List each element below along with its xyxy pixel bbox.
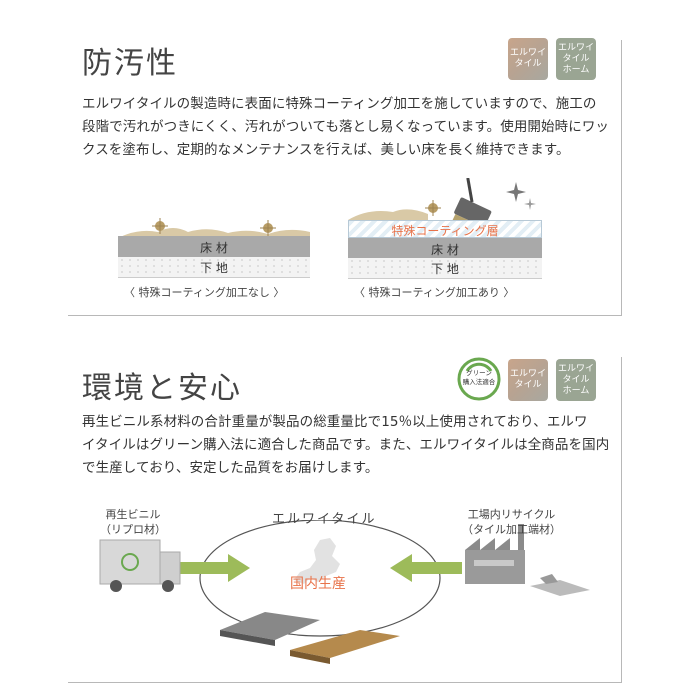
base-layer-label: 下 地	[200, 261, 228, 275]
section-paragraph: 再生ビニル系材料の合計重量が製品の総重量比で15％以上使用されており、エルワ イ…	[82, 411, 617, 480]
badge-text: タイル	[562, 53, 590, 64]
badge-ly-tile: エルワイ タイル	[508, 359, 548, 401]
coating-layer-label: 特殊コーティング層	[391, 224, 499, 238]
floor-layer: 床 材	[118, 236, 310, 257]
badge-text: タイル	[514, 59, 542, 69]
section-divider-horizontal	[68, 682, 622, 683]
base-layer-label: 下 地	[431, 262, 459, 276]
source-label-line: 再生ビニル	[105, 508, 161, 521]
paragraph-line: クスを塗布し、定期的なメンテナンスを行えば、美しい床を長く維持できます。	[82, 142, 570, 158]
section-title: 防汚性	[82, 46, 178, 81]
tile-samples-graphic	[220, 612, 400, 664]
source-label-reprocessed: 再生ビニル （リプロ材）	[100, 507, 166, 537]
badge-text: グリーン	[466, 369, 492, 377]
floor-layer-label: 床 材	[200, 241, 228, 255]
badge-text: エルワイ	[557, 42, 594, 53]
recycle-flow-illustration	[99, 520, 590, 664]
section-stain-resistance: 防汚性 エルワイ タイル エルワイ タイル ホーム エルワイタイルの製造時に表面…	[0, 0, 700, 330]
section-divider-vertical	[621, 40, 622, 315]
source-label-factory-recycle: 工場内リサイクル （タイル加工端材）	[462, 507, 561, 537]
base-layer: 下 地	[118, 257, 310, 278]
paragraph-line: 段階で汚れがつきにくく、汚れがついても落とし易くなっています。使用開始時にワッ	[82, 119, 610, 135]
diagram-with-coating: 特殊コーティング層 床 材 下 地	[348, 178, 542, 280]
caption-without-coating: 〈 特殊コーティング加工なし 〉	[124, 286, 285, 299]
floor-layer: 床 材	[348, 238, 542, 258]
badge-text: タイル	[514, 380, 542, 390]
section-environment: 環境と安心 グリーン 購入法適合 エルワイ タイル エルワイ タイル ホーム 再…	[0, 345, 700, 700]
paragraph-line: エルワイタイルの製造時に表面に特殊コーティング加工を施していますので、施工の	[82, 96, 597, 112]
dirt-particles-graphic	[118, 218, 310, 238]
badge-ly-tile-home: エルワイ タイル ホーム	[556, 359, 596, 401]
badge-text: エルワイ	[509, 369, 546, 379]
paragraph-line: で生産しており、安定した品質をお届けします。	[82, 460, 379, 476]
badge-ly-tile: エルワイ タイル	[508, 38, 548, 80]
section-title: 環境と安心	[82, 371, 242, 406]
source-label-line: （タイル加工端材）	[462, 523, 561, 536]
domestic-production-label: 国内生産	[290, 576, 346, 592]
caption-with-coating: 〈 特殊コーティング加工あり 〉	[354, 286, 515, 299]
source-label-line: （リプロ材）	[100, 523, 166, 536]
factory-icon	[465, 524, 590, 596]
badge-ly-tile-home: エルワイ タイル ホーム	[556, 38, 596, 80]
green-purchase-badge: グリーン 購入法適合	[457, 357, 501, 401]
source-label-line: 工場内リサイクル	[467, 508, 556, 521]
coating-layer: 特殊コーティング層	[348, 220, 542, 238]
floor-layer-label: 床 材	[431, 243, 459, 257]
badge-text: エルワイ	[557, 363, 594, 374]
section-divider-vertical	[621, 357, 622, 682]
paragraph-line: イタイルはグリーン購入法に適合した商品です。また、エルワイタイルは全商品を国内	[82, 437, 610, 453]
section-paragraph: エルワイタイルの製造時に表面に特殊コーティング加工を施していますので、施工の 段…	[82, 93, 617, 162]
badge-text: タイル	[562, 374, 590, 385]
recycle-icon	[457, 357, 501, 401]
badge-text: ホーム	[562, 64, 590, 75]
badge-text: ホーム	[562, 385, 590, 396]
badge-text: 購入法適合	[462, 378, 496, 386]
ly-tile-center-label: エルワイタイル	[272, 512, 377, 527]
badge-text: エルワイ	[509, 48, 546, 58]
diagram-without-coating: 床 材 下 地	[118, 210, 310, 280]
section-divider-horizontal	[68, 315, 622, 316]
paragraph-line: 再生ビニル系材料の合計重量が製品の総重量比で15％以上使用されており、エルワ	[82, 414, 588, 430]
truck-icon	[99, 539, 181, 592]
base-layer: 下 地	[348, 258, 542, 279]
